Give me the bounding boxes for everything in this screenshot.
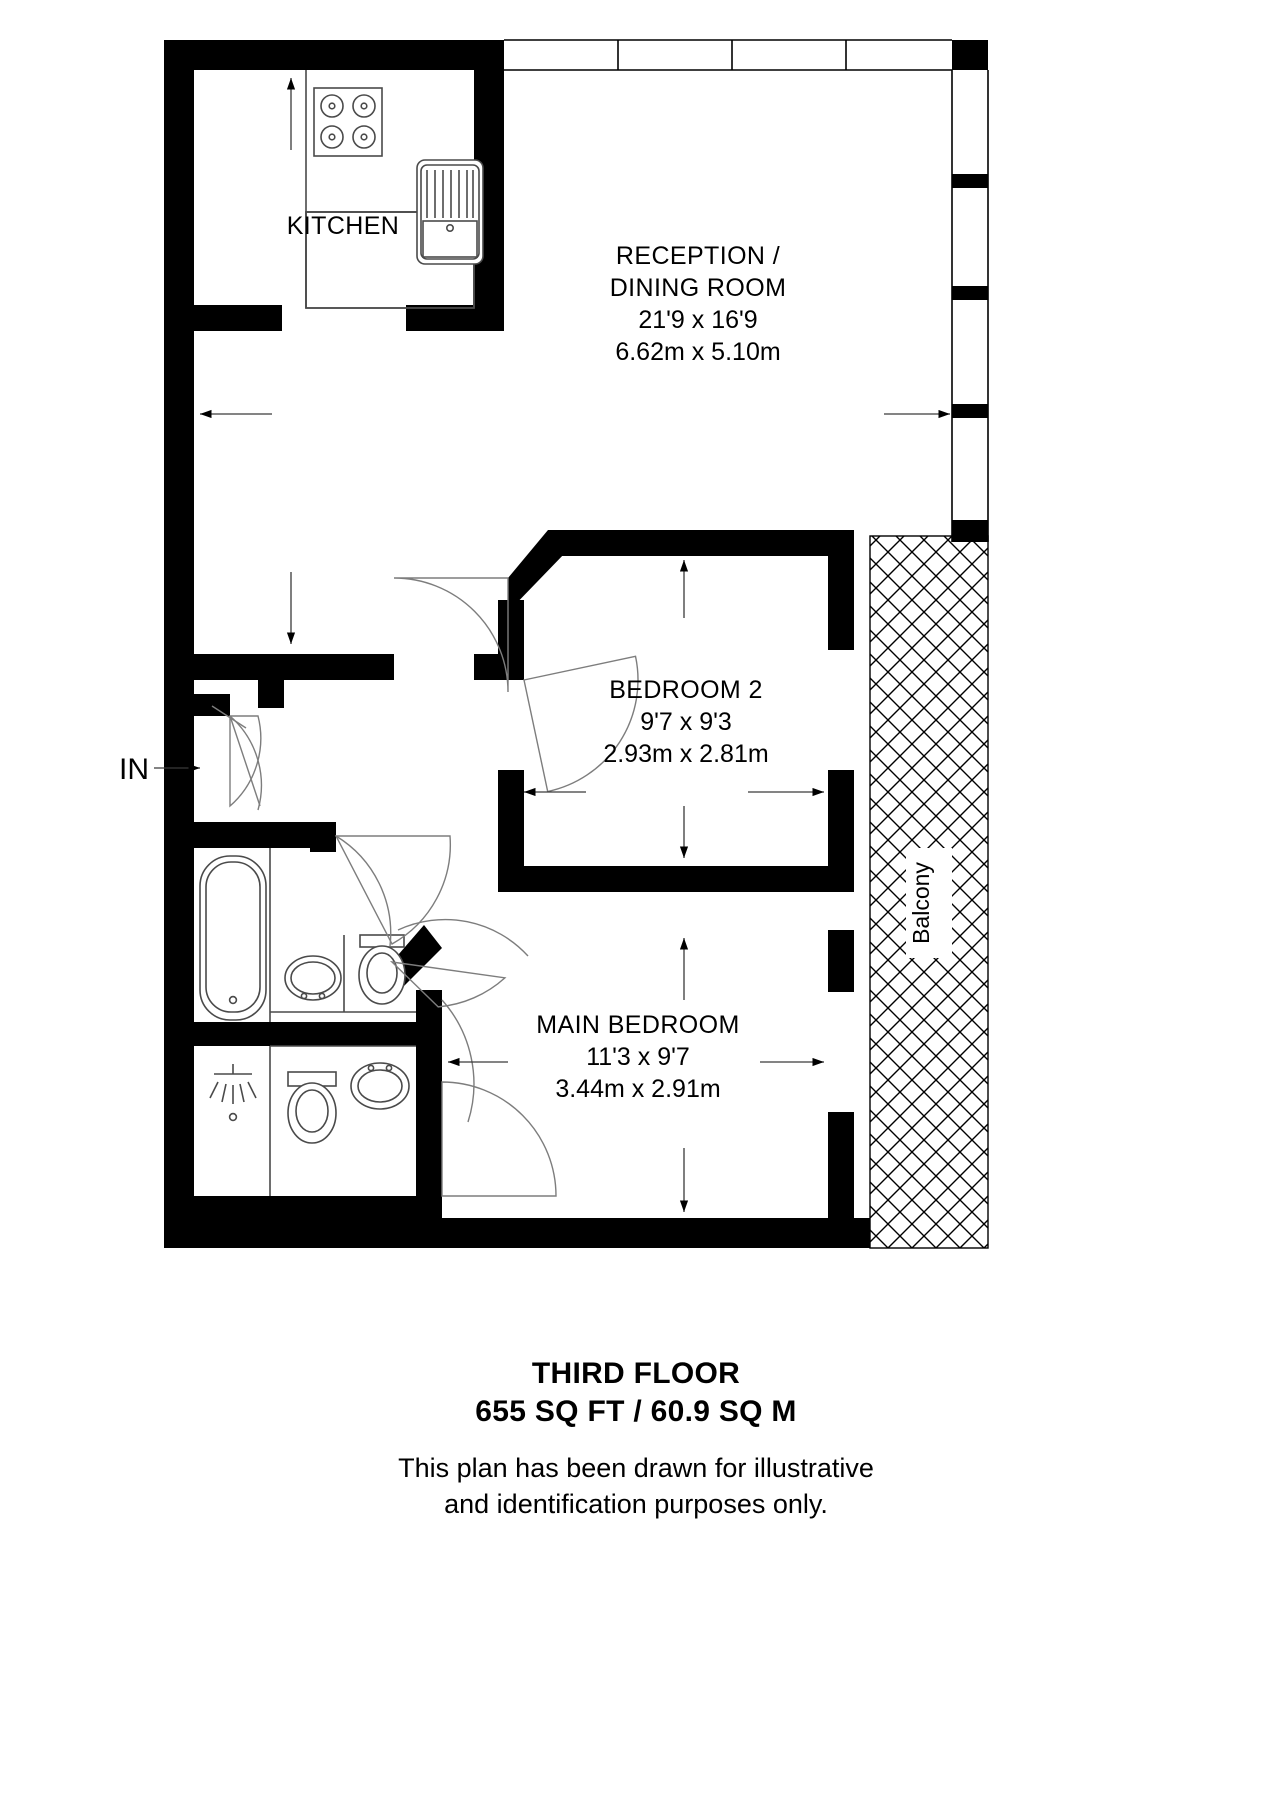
floor-area: 655 SQ FT / 60.9 SQ M xyxy=(475,1395,797,1429)
floor-title: THIRD FLOOR xyxy=(531,1357,741,1390)
wash-basin-icon-2 xyxy=(350,1062,410,1110)
kitchen-label: KITCHEN xyxy=(287,212,400,240)
disclaimer-line-2: and identification purposes only. xyxy=(444,1489,828,1520)
reception-dimensions-imperial: 21'9 x 16'9 xyxy=(638,306,757,334)
bedroom-2-label: BEDROOM 2 xyxy=(609,676,763,704)
main-bedroom-label: MAIN BEDROOM xyxy=(536,1011,739,1039)
door-swings xyxy=(211,577,639,1197)
kitchen-sink-icon xyxy=(416,159,484,265)
balcony-area: Balcony xyxy=(869,535,989,1249)
reception-label-line-2: DINING ROOM xyxy=(610,274,787,302)
main-bedroom-dimensions-imperial: 11'3 x 9'7 xyxy=(586,1043,690,1071)
reception-label-line-1: RECEPTION / xyxy=(616,242,780,270)
plan-caption: THIRD FLOOR 655 SQ FT / 60.9 SQ M This p… xyxy=(0,1355,1272,1523)
kitchen-fixtures xyxy=(305,70,484,309)
wash-basin-icon-1 xyxy=(284,955,342,1001)
shower-head-icon xyxy=(209,1064,257,1122)
disclaimer: This plan has been drawn for illustrativ… xyxy=(0,1450,1272,1523)
bedroom-2-dimensions-metric: 2.93m x 2.81m xyxy=(603,740,768,768)
balcony-label: Balcony xyxy=(908,862,934,944)
reception-dimensions-metric: 6.62m x 5.10m xyxy=(615,338,780,366)
toilet-icon-2 xyxy=(287,1071,337,1144)
main-bedroom-dimensions-metric: 3.44m x 2.91m xyxy=(555,1075,720,1103)
room-labels: KITCHEN RECEPTION / DINING ROOM 21'9 x 1… xyxy=(287,212,787,1103)
toilet-icon-1 xyxy=(358,934,406,1005)
bedroom-2-dimensions-imperial: 9'7 x 9'3 xyxy=(640,708,732,736)
disclaimer-line-1: This plan has been drawn for illustrativ… xyxy=(398,1452,874,1483)
entrance-label: IN xyxy=(119,753,149,786)
bathtub-icon xyxy=(199,855,267,1021)
entrance-marker: IN xyxy=(119,753,200,786)
walls xyxy=(164,39,989,1248)
hob-4-burner-icon xyxy=(313,87,383,157)
dimension-arrows xyxy=(200,78,950,1212)
